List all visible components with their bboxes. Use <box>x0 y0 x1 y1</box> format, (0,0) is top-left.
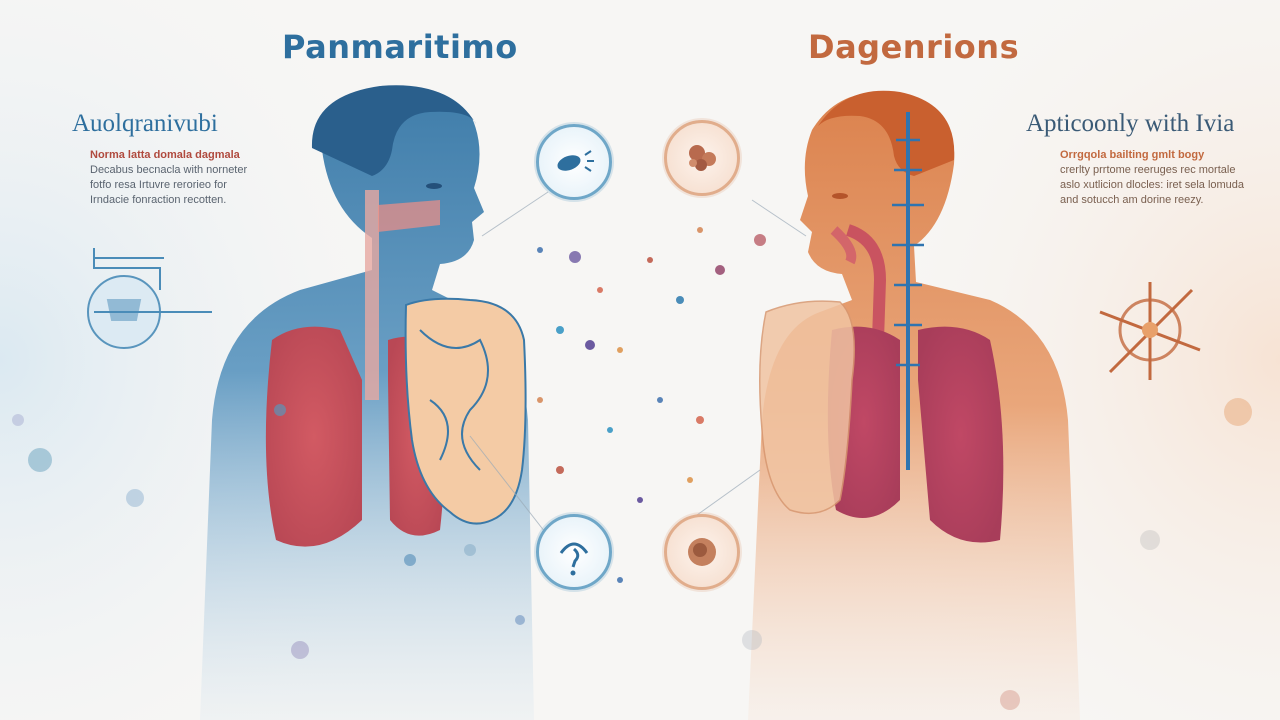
left-description-line: fotfo resa Irtuvre rerorieo for <box>90 179 227 191</box>
right-heading: Apticoonly with Ivia <box>1026 110 1235 137</box>
cell-closeup-icon <box>664 514 740 590</box>
seed-icon <box>536 124 612 200</box>
right-description: Orrgqola bailting gmlt bogy crerlty prrt… <box>1060 148 1244 208</box>
left-description-line: Irndacie fonraction recotten. <box>90 194 227 206</box>
left-title: Panmaritimo <box>282 28 518 66</box>
question-gauge-icon <box>536 514 612 590</box>
tissue-cell-icon <box>664 120 740 196</box>
right-figure <box>748 90 1080 720</box>
right-description-lead: Orrgqola bailting gmlt bogy <box>1060 149 1205 161</box>
connector-lines <box>469 191 807 533</box>
right-description-line: crerlty prrtome reeruges rec mortale <box>1060 164 1236 176</box>
left-figure <box>200 85 534 720</box>
left-description-line: Decabus becnacla with norneter <box>90 164 248 176</box>
sun-spoke-icon <box>1099 282 1201 380</box>
equipment-icon <box>87 248 212 349</box>
right-description-line: and sotucch am dorine reezy. <box>1060 194 1204 206</box>
left-description-lead: Norma latta domala dagmala <box>90 149 240 161</box>
particle-cloud <box>12 227 1252 710</box>
right-description-line: aslo xutlicion dlocles: iret sela lomuda <box>1060 179 1245 191</box>
right-title: Dagenrions <box>808 28 1020 66</box>
left-heading: Auolqranivubi <box>72 110 218 137</box>
left-description: Norma latta domala dagmala Decabus becna… <box>90 148 247 208</box>
